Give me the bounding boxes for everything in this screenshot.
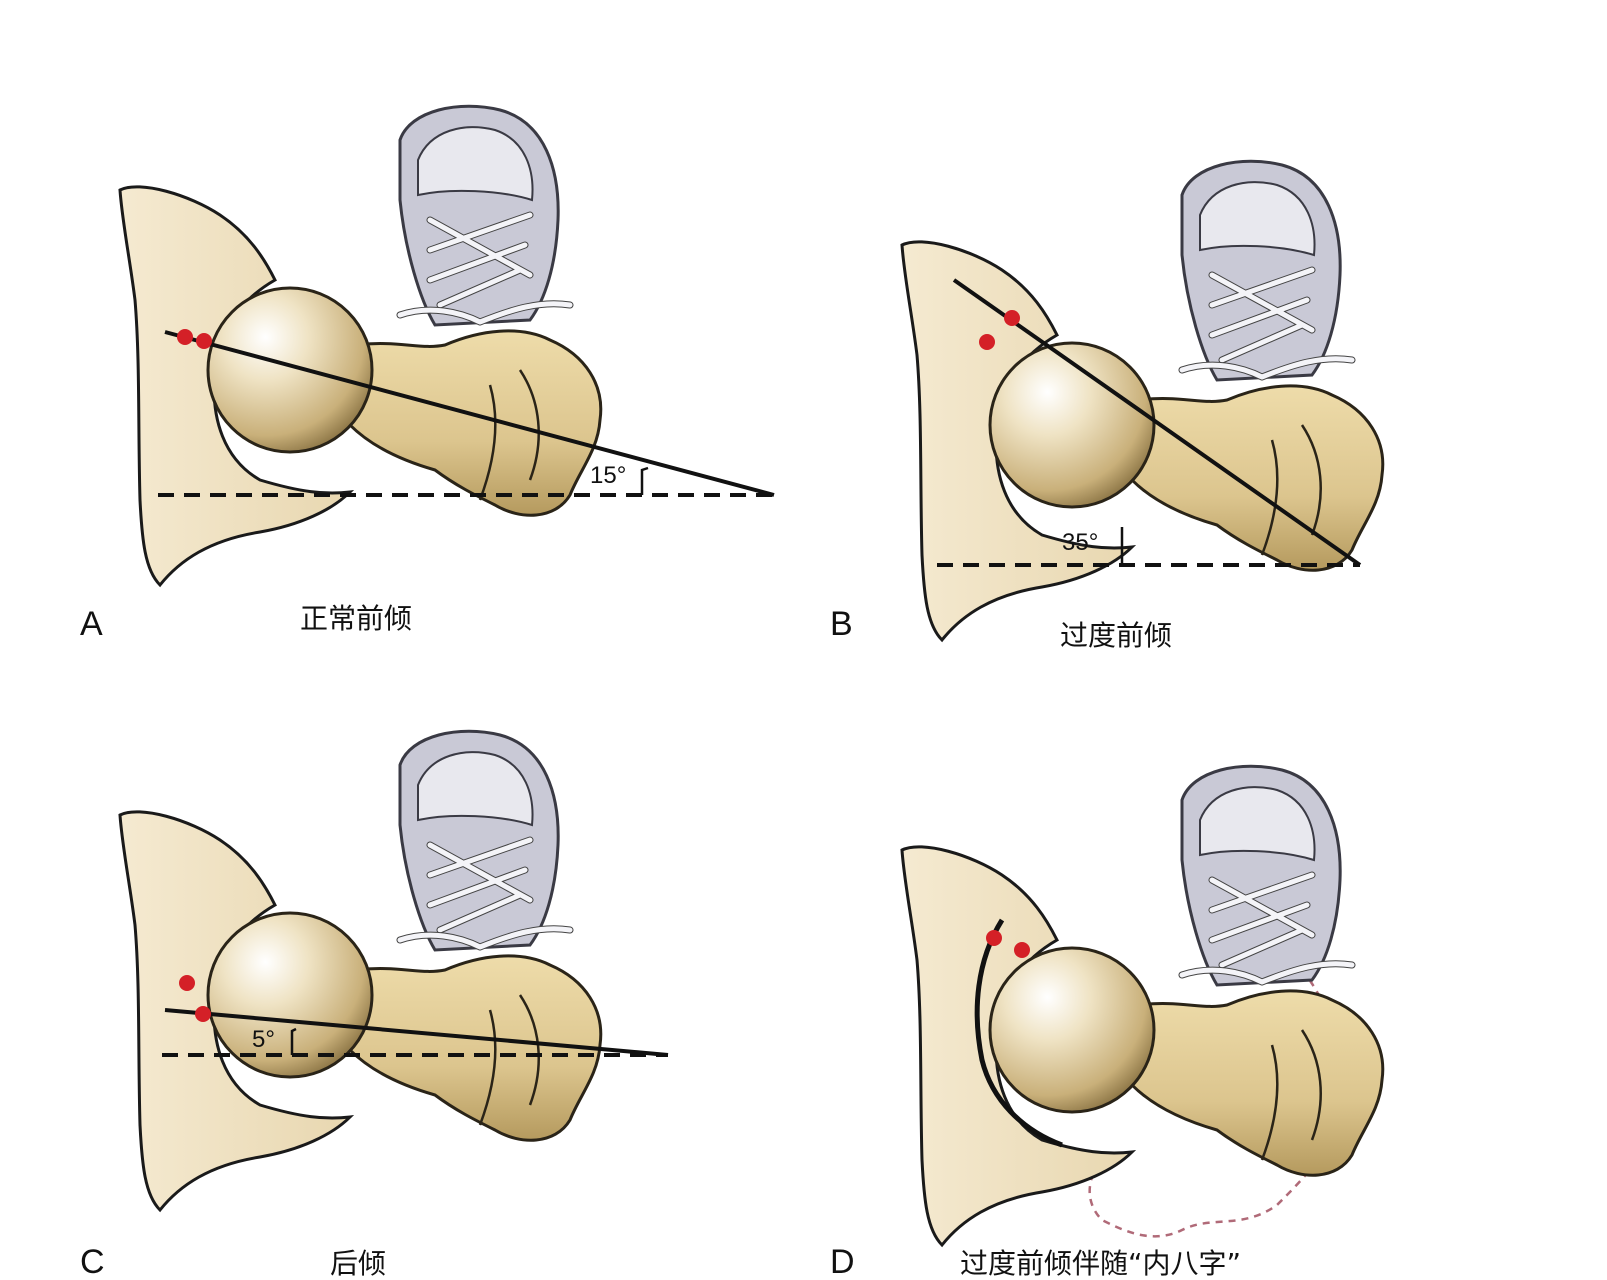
acetabular-rim (974, 918, 1063, 1148)
landmark-dot (1004, 310, 1020, 326)
landmark-dot (177, 329, 193, 345)
panel-caption: 后倾 (330, 1247, 386, 1280)
panel-c: 5° (120, 731, 669, 1210)
panel-caption: 过度前倾 (1060, 619, 1172, 652)
landmark-dot (196, 333, 212, 349)
landmark-dot (1014, 942, 1030, 958)
landmark-dot (179, 975, 195, 991)
landmark-dot (195, 1006, 211, 1022)
femoral-neck-axis (164, 330, 775, 497)
femoral-neck-axis (164, 1008, 669, 1057)
landmark-dot (986, 930, 1002, 946)
angle-marker (290, 1027, 297, 1055)
angle-label: 15° (590, 462, 626, 489)
panel-letter: A (80, 605, 103, 643)
panel-b: 35° (902, 161, 1383, 640)
panel-caption: 正常前倾 (300, 602, 412, 635)
panel-caption: 过度前倾伴随“内八字” (960, 1247, 1241, 1280)
panel-letter: C (80, 1243, 105, 1280)
angle-marker (640, 466, 649, 495)
landmark-dot (979, 334, 995, 350)
angle-label: 35° (1062, 529, 1098, 556)
panel-letter: D (830, 1243, 855, 1280)
panel-d (902, 766, 1383, 1245)
panel-a: 15° (120, 106, 775, 585)
angle-label: 5° (252, 1026, 275, 1053)
panel-letter: B (830, 605, 853, 643)
femoral-neck-axis (952, 278, 1362, 567)
